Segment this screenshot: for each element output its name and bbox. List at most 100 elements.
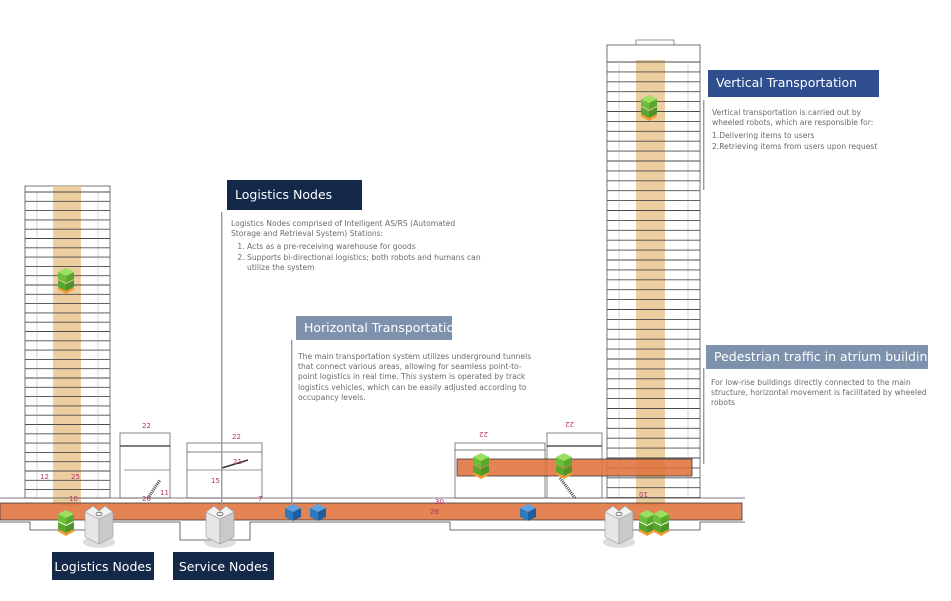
vehicle-side: [318, 508, 326, 521]
horizontal-transport-description: The main transportation system utilizes …: [298, 352, 540, 403]
vehicle-side: [528, 508, 536, 521]
asrs-node-icon: [204, 505, 236, 548]
robot-side: [649, 107, 657, 118]
room-label: 22: [232, 433, 241, 441]
robot-side: [473, 465, 481, 476]
asrs-node-icon: [603, 505, 635, 548]
robot-side: [58, 522, 66, 533]
room-label: 11: [160, 489, 169, 497]
room-label: 7: [258, 495, 262, 503]
robot-side: [661, 514, 669, 525]
logistics-nodes-list: Acts as a pre-receiving warehouse for go…: [231, 242, 486, 273]
wheeled-robot-icon: [472, 453, 490, 479]
robot-side: [564, 465, 572, 476]
node-port: [216, 511, 224, 517]
robot-side: [641, 99, 649, 110]
track-vehicle-icon: [520, 504, 536, 521]
vertical-transport-item: 2.Retrieving items from users upon reque…: [712, 141, 878, 151]
logistics-nodes-title: Logistics Nodes: [227, 180, 362, 210]
track-vehicle-icon: [310, 504, 326, 521]
wheeled-robot-icon: [652, 510, 670, 536]
room-label: 28: [430, 508, 439, 516]
right-tower: [606, 39, 701, 506]
wheeled-robot-icon: [638, 510, 656, 536]
pedestrian-traffic-body: For low-rise buildings directly connecte…: [711, 378, 927, 408]
room-labels: 12 25 10 22 22 21 15 28 11 7 22 22 10 30…: [40, 420, 648, 516]
room-label: 22: [479, 430, 488, 438]
room-label: 12: [40, 473, 49, 481]
asrs-node-icon: [83, 505, 115, 548]
robot-top: [473, 453, 489, 461]
room-label: 10: [69, 495, 78, 503]
horizontal-transport-body: The main transportation system utilizes …: [298, 352, 532, 402]
robot-side: [556, 457, 564, 468]
node-port: [615, 511, 623, 517]
logistics-nodes-item: Acts as a pre-receiving warehouse for go…: [247, 242, 486, 252]
escalator: [146, 479, 162, 499]
underground-tunnel: [0, 502, 743, 521]
room-label: 10: [639, 490, 648, 498]
robot-side: [653, 514, 661, 525]
pedestrian-traffic-description: For low-rise buildings directly connecte…: [711, 378, 936, 409]
vertical-transport-item: 1.Delivering items to users: [712, 131, 815, 141]
robot-side: [556, 465, 564, 476]
robot-side: [641, 107, 649, 118]
vehicle-side: [293, 508, 301, 521]
atrium-corridor: [456, 458, 693, 477]
vertical-transport-leader-line: [703, 100, 705, 190]
robot-side: [653, 522, 661, 533]
robot-side: [66, 522, 74, 533]
logistics-nodes-description: Logistics Nodes comprised of Intelligent…: [231, 219, 486, 273]
robot-side: [639, 514, 647, 525]
robot-side: [66, 280, 74, 291]
vehicle-side: [310, 508, 318, 521]
node-port: [95, 511, 103, 517]
logistics-nodes-leader-line: [221, 212, 223, 508]
room-label: 21: [233, 458, 242, 466]
horizontal-transport-leader-line: [291, 340, 293, 506]
robot-side: [473, 457, 481, 468]
left-podium-block-b: [186, 442, 263, 499]
track-vehicle-icon: [285, 504, 301, 521]
left-tower-floors: [25, 191, 110, 498]
horizontal-transport-title: Horizontal Transportation: [296, 316, 462, 340]
robot-side: [66, 514, 74, 525]
room-label: 15: [211, 477, 220, 485]
robot-top: [639, 510, 655, 518]
robot-side: [58, 272, 66, 283]
room-label: 30: [435, 498, 444, 506]
service-nodes-label: Service Nodes: [173, 552, 274, 580]
robot-side: [481, 465, 489, 476]
robot-top: [556, 453, 572, 461]
vertical-transport-list: 1.Delivering items to users 2.Retrieving…: [712, 131, 892, 151]
room-label: 28: [142, 495, 151, 503]
wheeled-robot-icon: [640, 95, 658, 121]
wheeled-robot-icon: [57, 268, 75, 294]
robot-side: [58, 280, 66, 291]
room-label: 25: [71, 473, 80, 481]
icons-layer: [57, 95, 670, 548]
left-tower: [24, 185, 111, 506]
wheeled-robot-icon: [57, 510, 75, 536]
escalator: [558, 477, 577, 499]
room-label: 22: [565, 420, 574, 428]
pedestrian-traffic-leader-line: [703, 368, 705, 464]
robot-side: [66, 272, 74, 283]
vertical-transport-title: Vertical Transportation: [708, 70, 879, 97]
wheeled-robot-icon: [555, 453, 573, 479]
robot-side: [481, 457, 489, 468]
robot-side: [639, 522, 647, 533]
robot-top: [641, 95, 657, 103]
vertical-transport-intro: Vertical transportation is carried out b…: [712, 108, 874, 128]
vertical-transport-description: Vertical transportation is carried out b…: [712, 108, 892, 152]
robot-side: [649, 99, 657, 110]
robot-side: [58, 514, 66, 525]
logistics-nodes-intro: Logistics Nodes comprised of Intelligent…: [231, 219, 456, 239]
robot-top: [653, 510, 669, 518]
vehicle-side: [520, 508, 528, 521]
robot-top: [58, 268, 74, 276]
right-tower-shaft: [636, 60, 665, 506]
robot-side: [564, 457, 572, 468]
